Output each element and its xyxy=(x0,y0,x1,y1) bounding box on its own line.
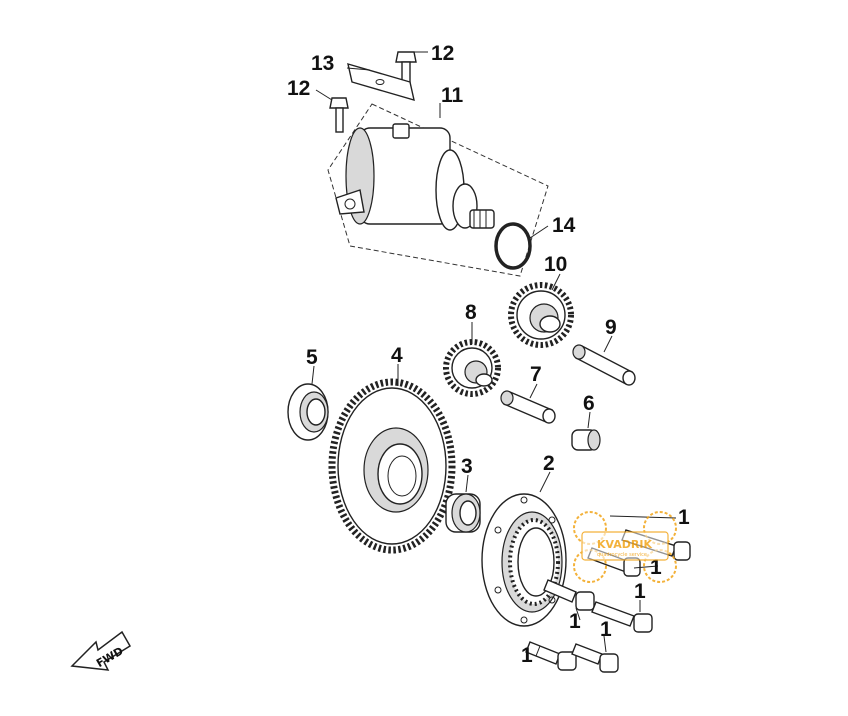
bracket-plate xyxy=(347,62,415,102)
bearing-5 xyxy=(287,383,329,441)
callout-1-b: 1 xyxy=(650,556,662,579)
starter-assembly-outline xyxy=(327,103,549,277)
callout-1-a: 1 xyxy=(678,506,690,529)
needle-bearing-3 xyxy=(445,493,481,533)
callout-3: 3 xyxy=(461,455,473,478)
callout-9: 9 xyxy=(605,316,617,339)
gear-8 xyxy=(443,339,501,397)
callout-7: 7 xyxy=(530,363,542,386)
callout-2: 2 xyxy=(543,452,555,475)
driven-gear-4 xyxy=(328,378,456,554)
callout-12-lower: 12 xyxy=(287,77,310,100)
watermark-text: KVADRIK xyxy=(597,538,652,551)
callout-14: 14 xyxy=(552,214,576,237)
callout-1-e: 1 xyxy=(600,618,612,641)
callout-12-upper: 12 xyxy=(431,42,454,65)
shaft-7 xyxy=(500,390,556,424)
bolt-1e xyxy=(525,641,577,671)
fwd-direction-arrow: FWD xyxy=(70,630,132,671)
starter-motor xyxy=(335,123,495,231)
callout-1-f: 1 xyxy=(521,644,533,667)
shaft-9 xyxy=(572,344,636,386)
bolt-1c xyxy=(543,579,595,611)
o-ring xyxy=(494,222,532,270)
leader-lines xyxy=(311,51,677,657)
callout-10: 10 xyxy=(544,253,567,276)
callout-11: 11 xyxy=(441,84,464,107)
lower-bolt xyxy=(329,97,349,133)
bolt-1f xyxy=(571,643,619,673)
watermark-tagline: quadrocycle service xyxy=(597,552,647,558)
callout-1-d: 1 xyxy=(569,610,581,633)
gear-10 xyxy=(508,282,574,348)
callout-13: 13 xyxy=(311,52,334,75)
bushing-6 xyxy=(571,429,601,451)
watermark-logo: KVADRIK quadrocycle service xyxy=(573,511,677,583)
callout-5: 5 xyxy=(306,346,318,369)
callout-6: 6 xyxy=(583,392,595,415)
callout-8: 8 xyxy=(465,301,477,324)
callout-1-c: 1 xyxy=(634,580,646,603)
one-way-clutch-2 xyxy=(481,493,567,627)
bolt-1d xyxy=(591,601,653,633)
callout-4: 4 xyxy=(391,344,403,367)
